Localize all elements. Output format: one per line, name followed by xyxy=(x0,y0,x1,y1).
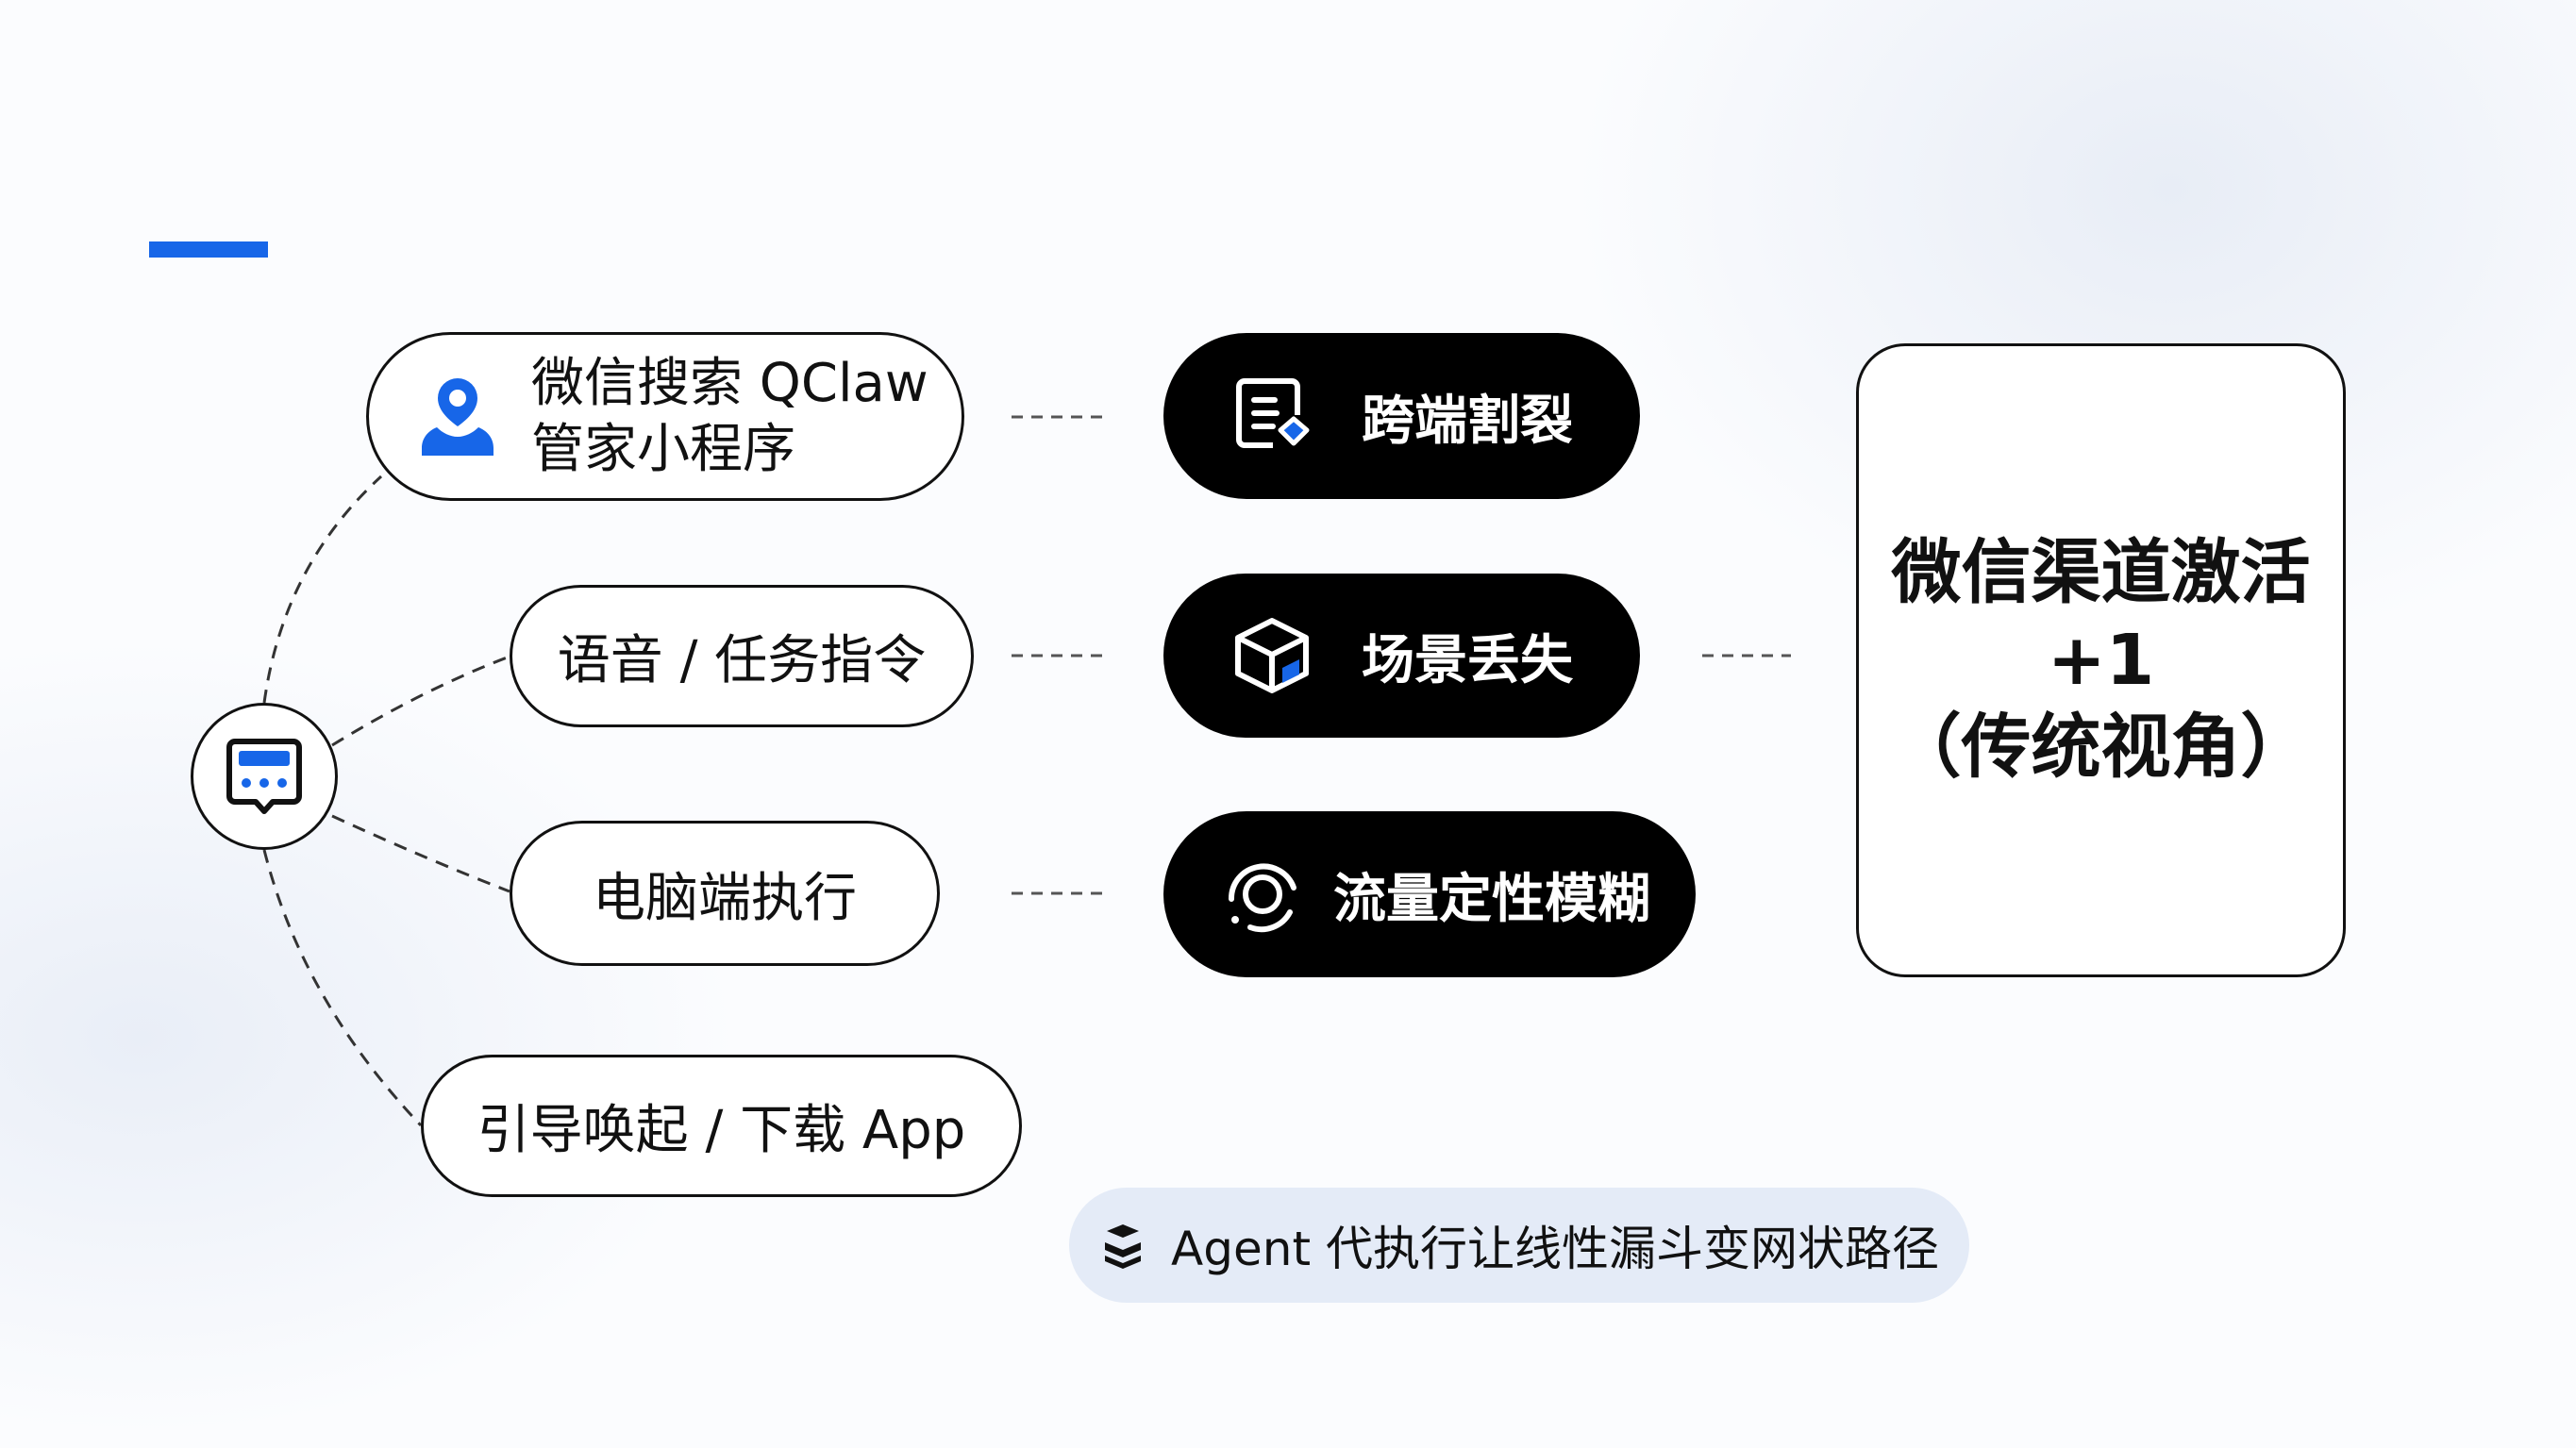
connector-hub-source3 xyxy=(331,814,510,893)
source-download-app: 引导唤起 / 下载 App xyxy=(421,1055,1022,1197)
target-icon xyxy=(1228,863,1296,933)
source-label: 引导唤起 / 下载 App xyxy=(477,1100,966,1161)
note-banner: Agent 代执行让线性漏斗变网状路径 xyxy=(1069,1188,1969,1303)
document-icon xyxy=(1236,378,1310,448)
problem-traffic-ambiguous: 流量定性模糊 xyxy=(1163,811,1696,977)
result-line1: 微信渠道激活 xyxy=(1891,532,2311,614)
connector-hub-source2 xyxy=(331,655,510,747)
source-label: 电脑端执行 xyxy=(593,867,857,929)
problem-label: 流量定性模糊 xyxy=(1333,868,1650,930)
chat-icon xyxy=(226,739,302,814)
result-card: 微信渠道激活 +1 （传统视角） xyxy=(1856,343,2346,977)
result-line3: （传统视角） xyxy=(1891,707,2311,789)
source-label-line1: 微信搜索 QClaw xyxy=(531,352,928,414)
connector-hub-source1 xyxy=(262,474,383,704)
source-pc-execution: 电脑端执行 xyxy=(510,821,940,966)
source-label-line2: 管家小程序 xyxy=(531,418,795,480)
cube-icon xyxy=(1235,618,1309,693)
note-label: Agent 代执行让线性漏斗变网状路径 xyxy=(1171,1222,1939,1276)
result-line2: +1 xyxy=(2047,619,2155,701)
accent-bar xyxy=(149,241,268,258)
source-label: 语音 / 任务指令 xyxy=(557,630,927,691)
connector-hub-source4 xyxy=(262,849,423,1127)
problem-scene-lost: 场景丢失 xyxy=(1163,574,1640,738)
problem-label: 场景丢失 xyxy=(1362,629,1573,691)
problem-label: 跨端割裂 xyxy=(1362,390,1573,452)
hub-node xyxy=(191,703,338,850)
problem-cross-device: 跨端割裂 xyxy=(1163,333,1640,499)
user-icon xyxy=(422,377,493,456)
source-wechat-miniprogram: 微信搜索 QClaw 管家小程序 xyxy=(366,332,964,501)
source-voice-command: 语音 / 任务指令 xyxy=(510,585,974,727)
layers-icon xyxy=(1105,1224,1142,1269)
